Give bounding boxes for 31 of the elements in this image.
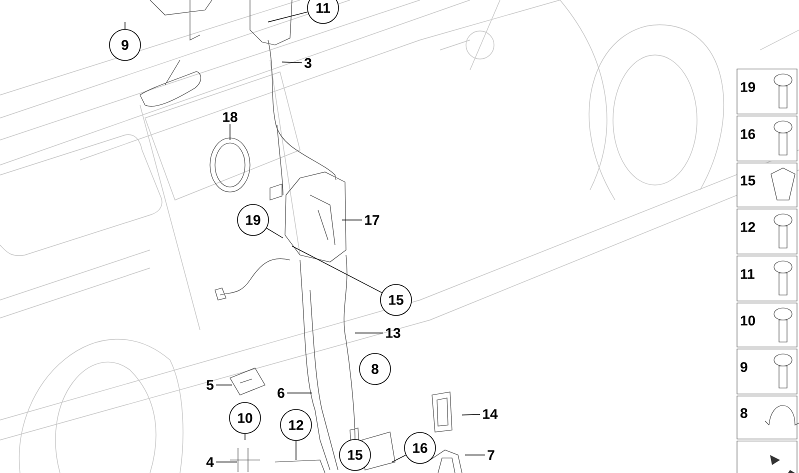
callout-number: 6 bbox=[278, 388, 284, 398]
node-label: 15 bbox=[348, 450, 362, 460]
callout-number: 5 bbox=[206, 380, 214, 390]
fastener-cell: 16 bbox=[736, 116, 798, 162]
leader-line bbox=[216, 384, 232, 386]
fastener-cell: 12 bbox=[736, 208, 798, 254]
fastener-cell: 8 bbox=[736, 396, 798, 440]
fastener-cell: 11 bbox=[736, 256, 798, 302]
leader-line bbox=[124, 22, 126, 30]
callout-number: 7 bbox=[488, 450, 494, 460]
leader-line bbox=[462, 414, 480, 416]
fastener-cell: 10 bbox=[736, 302, 798, 348]
leader-line bbox=[266, 228, 284, 238]
leader-line bbox=[268, 12, 308, 22]
fastener-cell: 15 bbox=[736, 162, 798, 208]
callout-number: 18 bbox=[223, 112, 238, 122]
callout-number: 3 bbox=[304, 58, 312, 68]
callout-number: 4 bbox=[206, 457, 214, 467]
leader-line bbox=[282, 62, 302, 64]
leader-line bbox=[464, 454, 486, 456]
leader-line bbox=[392, 454, 406, 462]
fastener-cell: 19 bbox=[736, 68, 798, 114]
fastener-cell bbox=[736, 440, 798, 473]
callout-number: 13 bbox=[386, 328, 400, 338]
leader-line bbox=[244, 434, 246, 440]
fastener-cell: 9 bbox=[736, 348, 798, 394]
leader-line bbox=[292, 246, 382, 294]
leader-line bbox=[286, 392, 312, 394]
callout-number: 17 bbox=[365, 215, 380, 225]
callout-number: 14 bbox=[483, 409, 498, 419]
leader-line bbox=[354, 332, 384, 334]
